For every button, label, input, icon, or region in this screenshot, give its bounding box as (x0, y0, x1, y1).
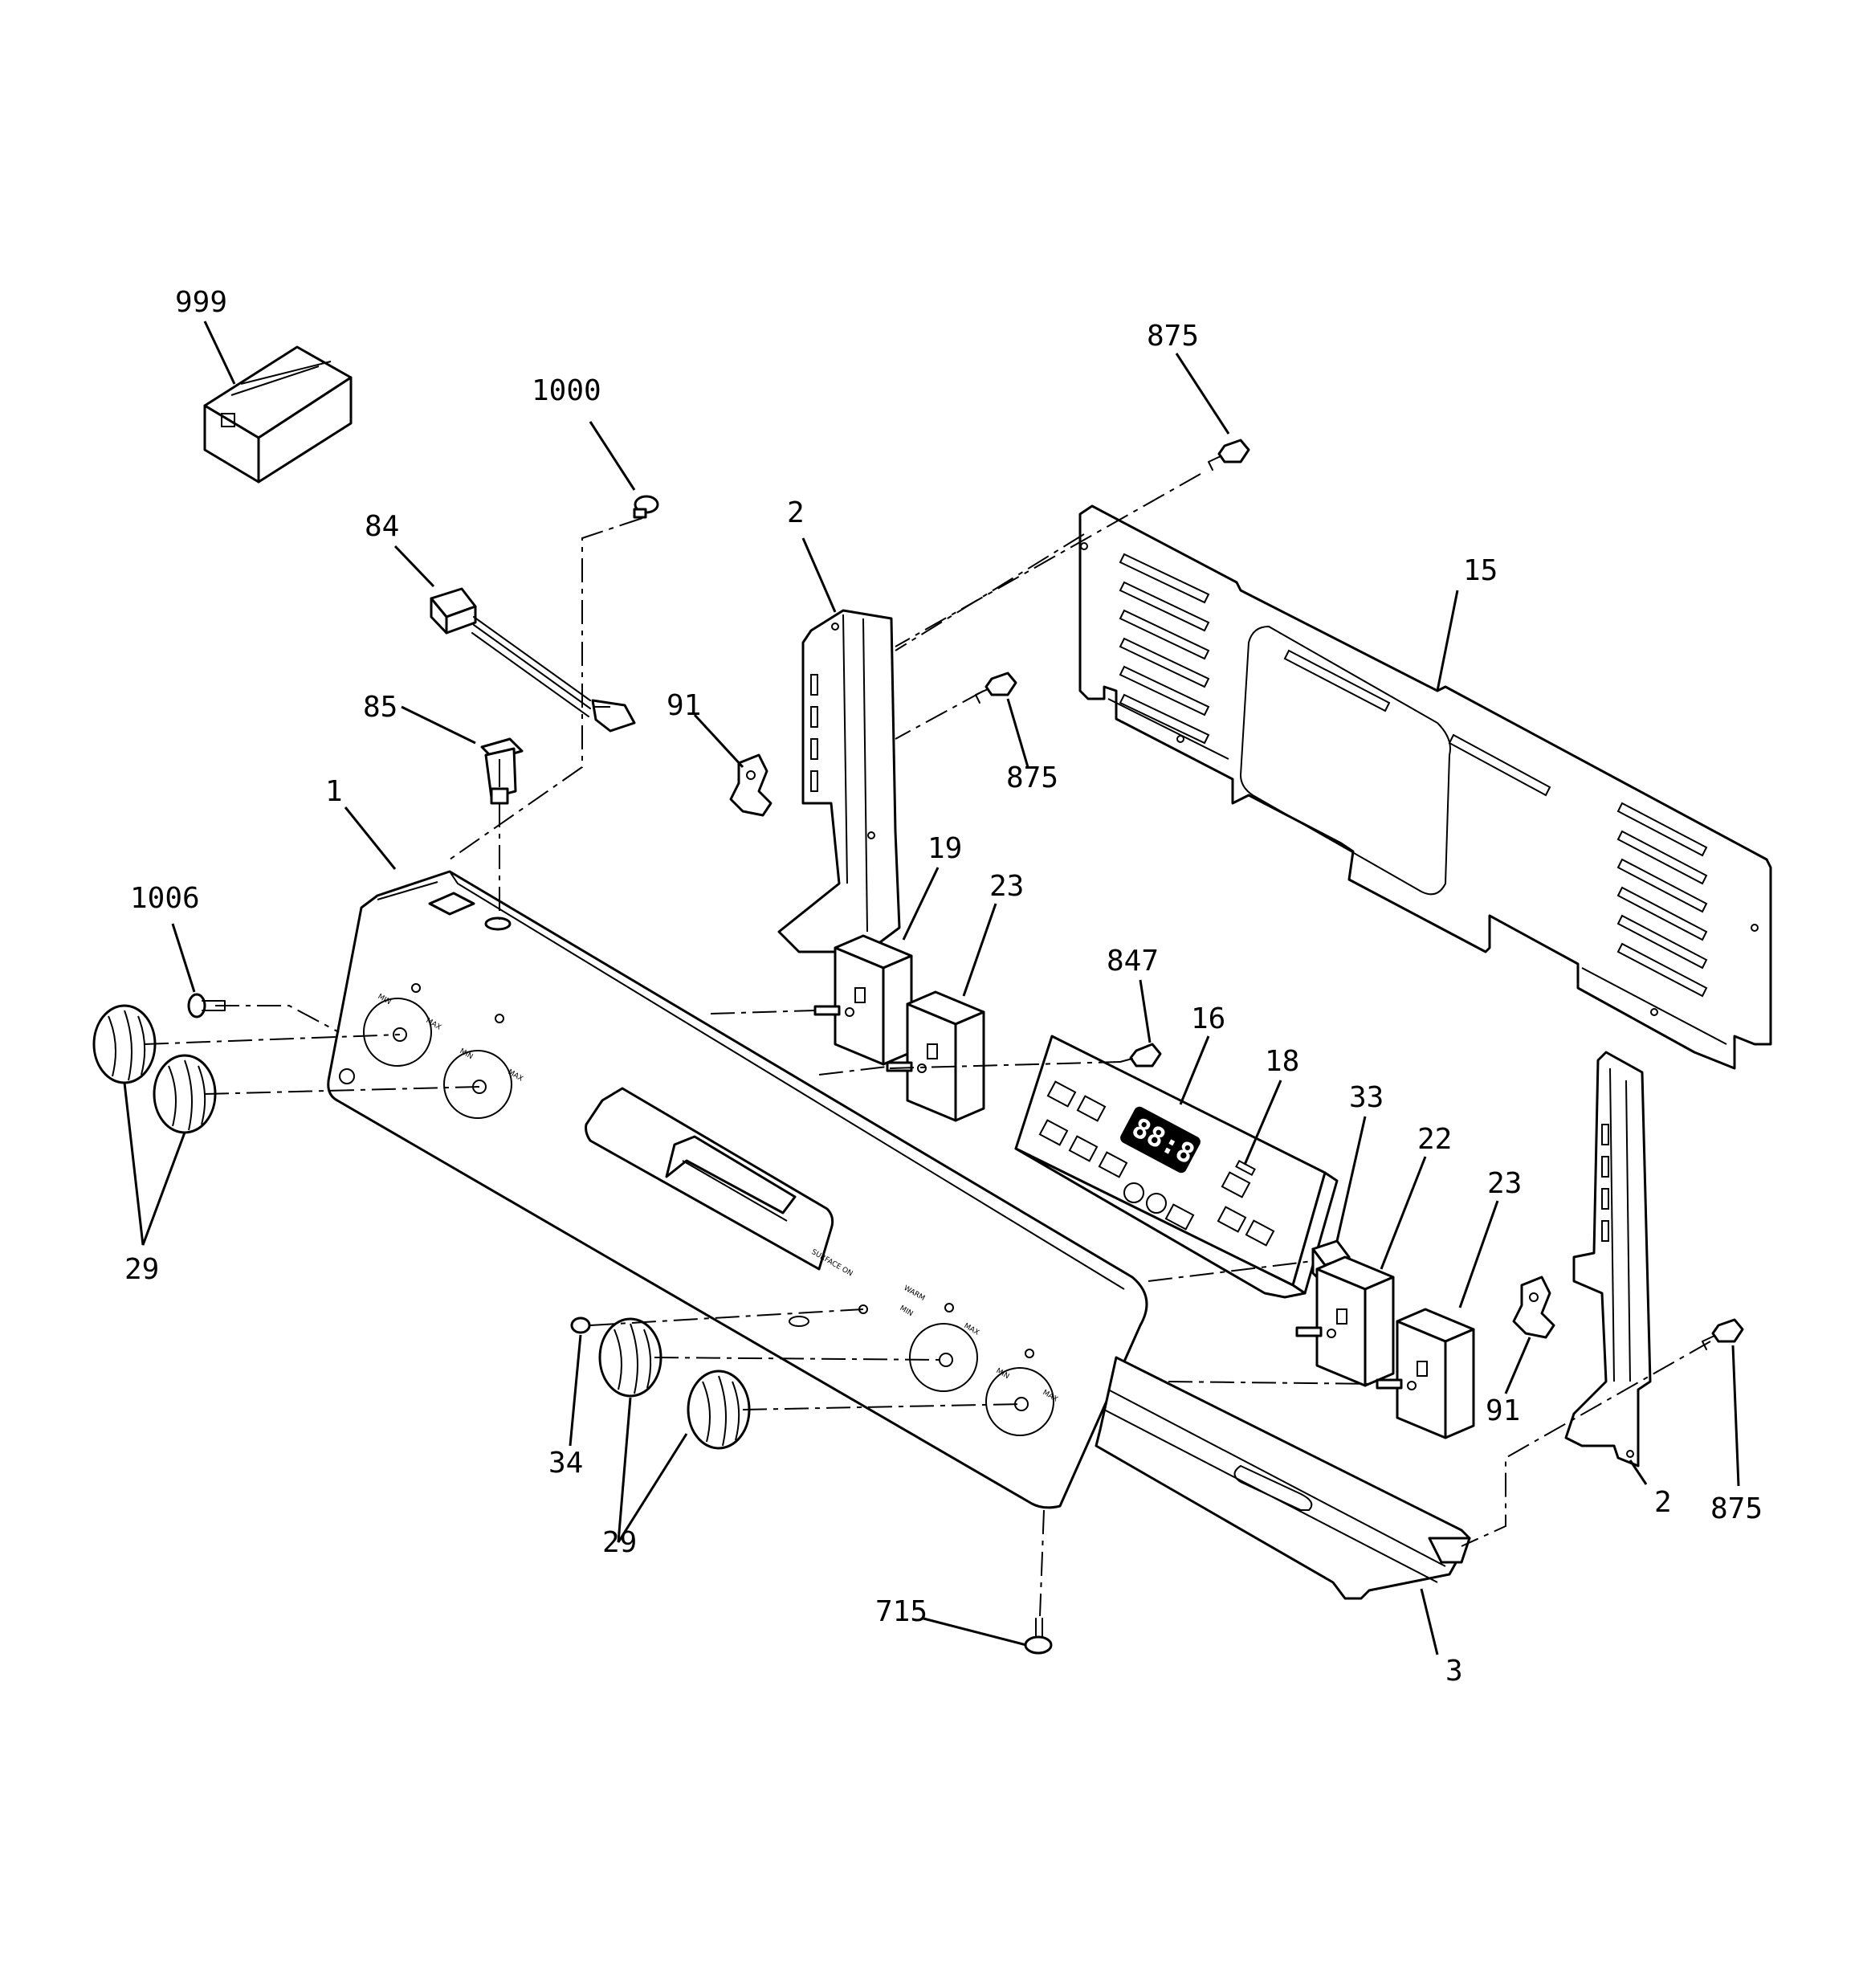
callout-85: 85 (363, 691, 397, 724)
callout-999: 999 (175, 286, 227, 319)
callout-91-left: 91 (667, 689, 701, 722)
part-2-end-bracket-right (1564, 1051, 1652, 1468)
callout-715: 715 (875, 1595, 927, 1628)
callout-875-middle: 875 (1006, 761, 1058, 794)
part-34-screw (570, 1316, 591, 1334)
leader-lines (123, 320, 1740, 1655)
part-999-box (203, 345, 353, 484)
part-16-electronic-control: 88:88 (1014, 1035, 1339, 1299)
callout-34: 34 (548, 1447, 583, 1480)
callout-19: 19 (927, 832, 962, 865)
part-23-switch-lower (1376, 1308, 1475, 1439)
callout-84: 84 (365, 510, 399, 543)
part-29-knob-right-2 (687, 1370, 751, 1450)
callout-23-upper: 23 (989, 870, 1024, 903)
part-715-screw (1024, 1618, 1053, 1655)
part-875-screw-middle (975, 672, 1017, 704)
part-22-switch (1295, 1255, 1395, 1387)
callout-1006: 1006 (130, 882, 200, 915)
part-23-switch-upper (886, 990, 985, 1122)
callout-875-right: 875 (1710, 1492, 1763, 1525)
callout-18: 18 (1265, 1045, 1299, 1078)
part-29-knob-right-1 (598, 1317, 662, 1398)
part-84-wire-harness (430, 587, 636, 733)
callout-29-right: 29 (602, 1526, 637, 1559)
callout-2-right: 2 (1654, 1486, 1672, 1519)
part-875-screw-top (1208, 439, 1250, 471)
part-3-lower-trim (1095, 1356, 1471, 1600)
part-1006-screw (187, 993, 226, 1018)
part-1-control-panel: MIN MAX MIN MAX WARM MIN MAX MIN MAX SUR… (327, 870, 1148, 1509)
part-15-rear-panel (1078, 504, 1772, 1070)
part-847-screw (1119, 1043, 1162, 1067)
assembly-lines (144, 473, 1711, 1617)
callout-labels: 999 1000 84 85 1 1006 29 2 91 19 23 875 … (124, 286, 1763, 1688)
callout-23-lower: 23 (1487, 1167, 1522, 1200)
part-91-clip-left (729, 753, 773, 817)
part-1000-screw (633, 495, 659, 519)
callout-33: 33 (1349, 1081, 1384, 1114)
callout-2-left: 2 (787, 496, 805, 529)
callout-1000: 1000 (532, 374, 601, 407)
callout-875-top: 875 (1147, 320, 1199, 353)
callout-847: 847 (1107, 945, 1159, 978)
callout-16: 16 (1191, 1002, 1225, 1035)
callout-3: 3 (1445, 1655, 1463, 1688)
part-18-overlay (1235, 1159, 1256, 1177)
callout-91-right: 91 (1486, 1394, 1520, 1427)
part-19-switch (813, 934, 913, 1066)
part-85-indicator-light (480, 737, 524, 805)
part-875-screw-right (1702, 1318, 1744, 1350)
part-2-end-bracket-left (777, 609, 901, 953)
callout-22: 22 (1417, 1123, 1452, 1156)
callout-15: 15 (1463, 554, 1498, 587)
callout-29-left: 29 (124, 1253, 159, 1286)
callout-1: 1 (325, 775, 343, 808)
part-91-clip-right (1512, 1276, 1555, 1339)
